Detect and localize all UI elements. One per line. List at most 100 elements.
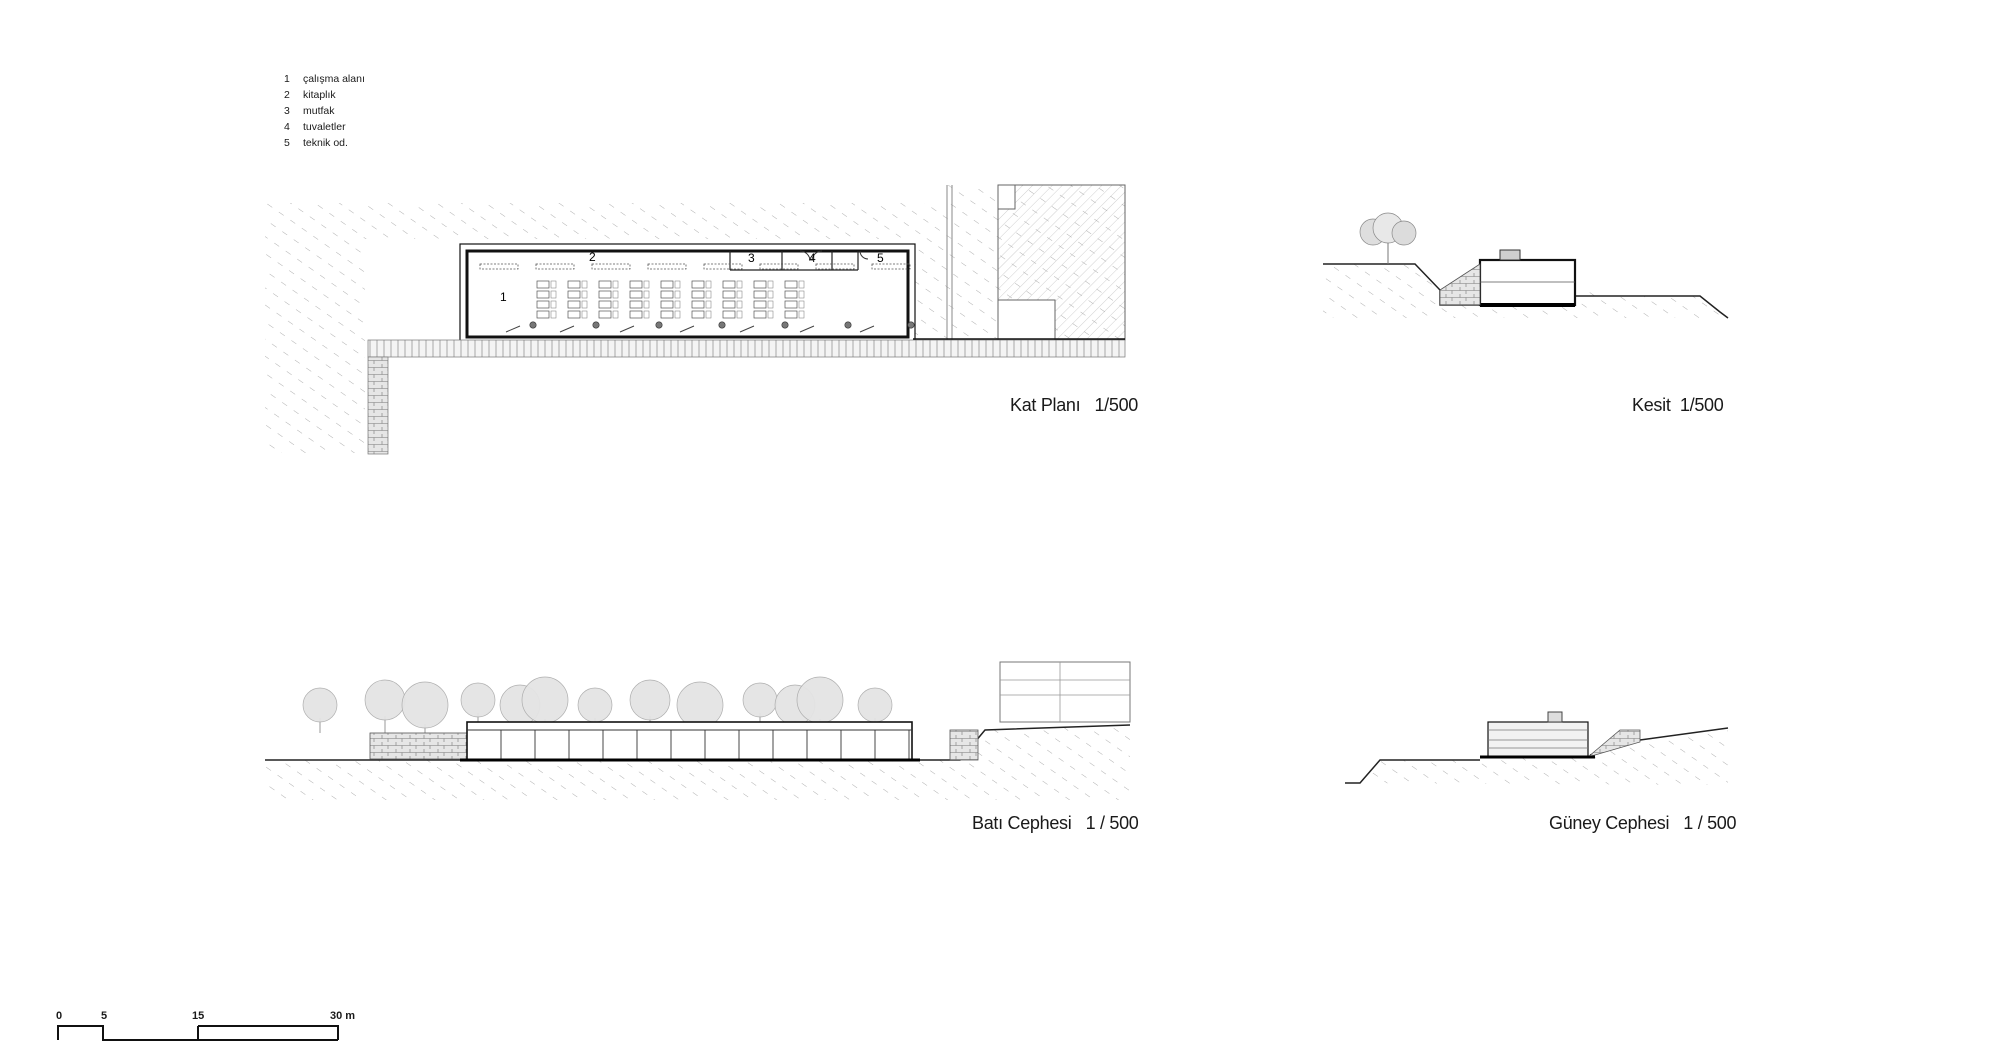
desk [536, 290, 550, 299]
desk [753, 280, 767, 289]
skylight [1499, 249, 1521, 261]
chair [612, 290, 619, 299]
chair [767, 290, 774, 299]
chair [674, 300, 681, 309]
desk [567, 310, 581, 319]
desk [629, 280, 643, 289]
neighbour-notch [997, 184, 1016, 210]
shelf [815, 263, 855, 270]
desk [629, 300, 643, 309]
chair [705, 300, 712, 309]
structural-columns [529, 321, 915, 329]
desk [722, 300, 736, 309]
column [592, 321, 600, 329]
south-elevation-caption: Güney Cephesi 1 / 500 [1549, 813, 1737, 833]
room-tag-1: 1 [500, 290, 507, 304]
shelf [759, 263, 799, 270]
shelf [871, 263, 911, 270]
cross-section [1323, 212, 1729, 319]
section-ground [1323, 264, 1728, 318]
chair [643, 300, 650, 309]
desk [722, 280, 736, 289]
shelf [703, 263, 743, 270]
shelf [479, 263, 519, 270]
scale-bar-segments [57, 1025, 339, 1041]
tree [796, 676, 844, 724]
desk [536, 310, 550, 319]
chair [736, 310, 743, 319]
neighbour-elevation-lines [1000, 662, 1130, 722]
chair [581, 300, 588, 309]
chair [581, 280, 588, 289]
desk [629, 290, 643, 299]
south-stone-wall [1587, 729, 1641, 758]
window-marks [505, 325, 875, 333]
desk [598, 280, 612, 289]
library-shelves [479, 263, 911, 270]
shelf [591, 263, 631, 270]
desk [598, 290, 612, 299]
desk [660, 310, 674, 319]
chair [767, 300, 774, 309]
desk [629, 310, 643, 319]
plan-ground-top [365, 203, 945, 239]
chair [581, 290, 588, 299]
room-tag-2: 2 [589, 250, 596, 264]
south-facade-lines [1488, 729, 1588, 749]
neighbour-elevation [999, 661, 1131, 723]
column [529, 321, 537, 329]
scale-tick-label: 30 m [330, 1010, 356, 1022]
scale-bar [57, 1025, 339, 1041]
desk [660, 290, 674, 299]
chair [612, 310, 619, 319]
plan-ground-side [913, 239, 945, 341]
room-tag-5: 5 [877, 251, 884, 265]
tree [742, 682, 778, 718]
chair [550, 290, 557, 299]
desk [536, 300, 550, 309]
chair [550, 280, 557, 289]
column [655, 321, 663, 329]
west-ground [265, 725, 1130, 800]
chair [643, 280, 650, 289]
west-elevation-caption: Batı Cephesi 1 / 500 [972, 813, 1139, 833]
tree [521, 676, 569, 724]
chair [581, 310, 588, 319]
west-stone-wall [369, 732, 468, 760]
chair [674, 290, 681, 299]
chair [674, 310, 681, 319]
desk [753, 310, 767, 319]
desk [691, 310, 705, 319]
chair [736, 290, 743, 299]
desk [660, 300, 674, 309]
chair [705, 310, 712, 319]
desk [753, 290, 767, 299]
column [907, 321, 915, 329]
plan-caption: Kat Planı 1/500 [1010, 395, 1138, 415]
west-elevation [265, 661, 1131, 800]
desk [784, 290, 798, 299]
chair [612, 280, 619, 289]
scale-tick-label: 0 [56, 1010, 63, 1022]
desk [722, 290, 736, 299]
column [844, 321, 852, 329]
chair [798, 310, 805, 319]
desk [691, 280, 705, 289]
south-elevation [1345, 711, 1729, 785]
east-stone-wall [949, 729, 979, 761]
west-facade [466, 721, 913, 761]
paving-return [367, 356, 389, 455]
tree [577, 687, 613, 723]
desk [722, 310, 736, 319]
desk [660, 280, 674, 289]
desk [691, 290, 705, 299]
chair [643, 310, 650, 319]
chair [550, 300, 557, 309]
desk [536, 280, 550, 289]
floor-plan: 1 2 3 4 5 [265, 184, 1126, 455]
desk [691, 300, 705, 309]
